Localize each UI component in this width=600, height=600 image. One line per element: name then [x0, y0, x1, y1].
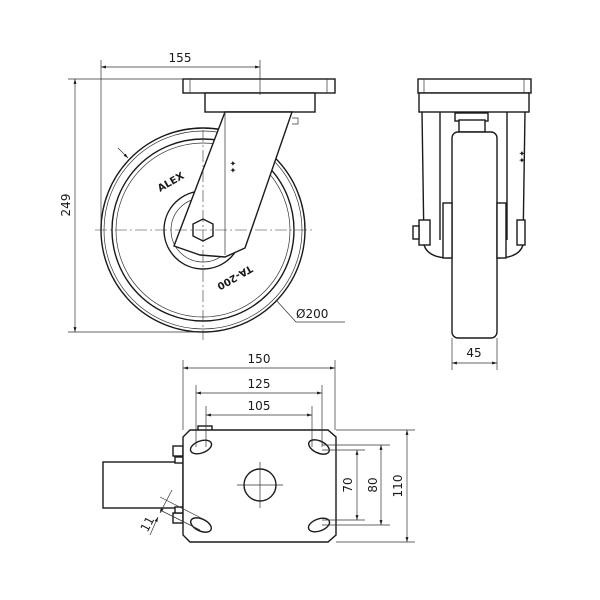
svg-text:✦✦: ✦✦ — [228, 160, 237, 174]
swivel-head — [204, 92, 316, 113]
dim-155: 155 — [169, 51, 192, 65]
stem-housing — [102, 461, 184, 509]
side-view: ✦✦ 45 — [412, 78, 532, 370]
dim-70: 70 — [341, 477, 355, 492]
dim-110: 110 — [391, 475, 405, 498]
side-wheel — [451, 131, 498, 339]
dim-125: 125 — [248, 377, 271, 391]
dim-249: 249 — [59, 194, 73, 217]
top-plate — [182, 78, 336, 94]
fork — [173, 111, 293, 258]
dim-80: 80 — [366, 477, 380, 492]
dim-150: 150 — [248, 352, 271, 366]
side-top-plate — [417, 78, 532, 94]
top-view: 150 125 105 70 80 110 11 — [102, 352, 415, 543]
dim-45: 45 — [466, 346, 481, 360]
dim-diameter: Ø200 — [296, 307, 328, 321]
front-view: ✦✦ ALEX TA-200 155 249 Ø200 — [59, 51, 345, 340]
mounting-plate — [182, 429, 337, 543]
dim-105: 105 — [248, 399, 271, 413]
svg-text:✦✦: ✦✦ — [517, 150, 526, 164]
brand-mark: ALEX — [156, 171, 187, 195]
axle-nut-side — [418, 219, 431, 246]
dim-11: 11 — [138, 514, 158, 534]
model-mark: TA-200 — [215, 262, 254, 291]
